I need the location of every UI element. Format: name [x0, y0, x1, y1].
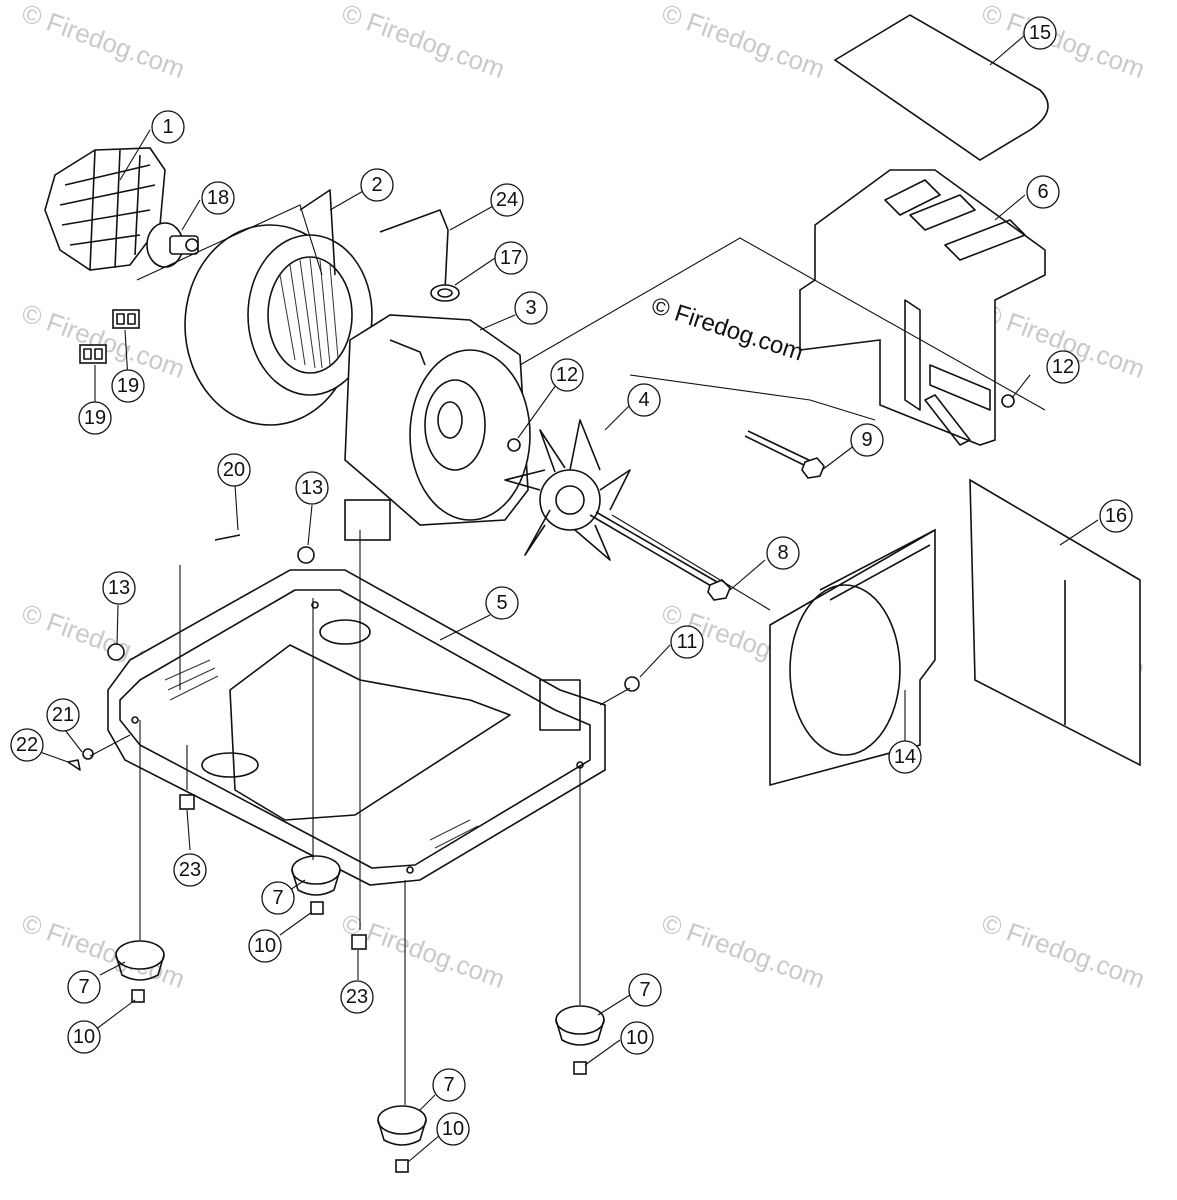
callout-label: 12 [1052, 356, 1074, 378]
watermark: © Firedog.com [338, 907, 509, 994]
watermark: © Firedog.com [18, 0, 189, 84]
callout: 7 [67, 970, 101, 1004]
part-panel-16 [969, 478, 1141, 767]
part-connectors [79, 309, 140, 364]
callout-label: 23 [179, 859, 201, 881]
part-hardware [67, 394, 1015, 950]
part-bolts [589, 430, 825, 601]
part-housing [344, 314, 531, 541]
callout-label: 10 [254, 935, 276, 957]
callout: 22 [10, 728, 44, 762]
callout: 21 [46, 698, 80, 732]
callout-label: 7 [639, 979, 650, 1001]
callout: 3 [514, 291, 548, 325]
callout-label: 14 [894, 746, 916, 768]
callout-label: 20 [223, 459, 245, 481]
callout-label: 12 [556, 364, 578, 386]
watermark: © Firedog.com [338, 0, 509, 84]
callout: 23 [340, 980, 374, 1014]
watermark: © Firedog.com [978, 907, 1149, 994]
callout: 6 [1026, 175, 1060, 209]
callout: 5 [485, 586, 519, 620]
part-feet [115, 855, 605, 1173]
callout-label: 2 [371, 174, 382, 196]
callout-label: 10 [73, 1026, 95, 1048]
part-base-frame [107, 569, 606, 886]
callout-label: 11 [677, 631, 698, 653]
callout-label: 8 [777, 542, 788, 564]
callout-label: 10 [442, 1118, 464, 1140]
part-rotor [44, 147, 199, 271]
callout: 16 [1099, 499, 1133, 533]
callout: 8 [766, 536, 800, 570]
callout: 12 [550, 358, 584, 392]
callout: 13 [102, 571, 136, 605]
watermark: © Firedog.com [18, 297, 189, 384]
callout: 7 [432, 1068, 466, 1102]
part-panel-15 [833, 14, 1049, 161]
callout: 7 [261, 881, 295, 915]
part-stator [184, 189, 373, 426]
callout: 10 [248, 929, 282, 963]
callout-label: 24 [496, 189, 518, 211]
callout: 10 [67, 1020, 101, 1054]
callout: 20 [217, 453, 251, 487]
callout-label: 17 [500, 247, 522, 269]
callout-label: 19 [117, 375, 139, 397]
callout: 10 [436, 1112, 470, 1146]
callout: 23 [173, 853, 207, 887]
callout: 17 [494, 241, 528, 275]
callout: 4 [627, 383, 661, 417]
callout-label: 21 [52, 704, 74, 726]
callout: 2 [360, 168, 394, 202]
callout-label: 19 [84, 407, 106, 429]
callout: 12 [1046, 350, 1080, 384]
callout-label: 7 [272, 887, 283, 909]
callout-label: 13 [108, 577, 130, 599]
callout-label: 5 [496, 592, 507, 614]
part-fan [504, 419, 631, 561]
callout-leaders [39, 34, 1099, 1163]
callout: 19 [78, 401, 112, 435]
callout-label: 22 [16, 734, 38, 756]
callout-label: 16 [1105, 505, 1127, 527]
callout-label: 9 [861, 429, 872, 451]
copyright-stamp: © Firedog.com [648, 292, 806, 366]
watermark: © Firedog.com [658, 907, 829, 994]
callout-label: 7 [78, 976, 89, 998]
callout-label: 6 [1037, 181, 1048, 203]
callout: 24 [490, 183, 524, 217]
callout: 7 [628, 973, 662, 1007]
callout-label: 10 [626, 1027, 648, 1049]
callout-label: 4 [638, 389, 649, 411]
callout-label: 15 [1029, 22, 1051, 44]
callouts: 1 2 3 4 5 6 7 7 7 7 8 9 10 10 10 10 11 1… [10, 16, 1133, 1146]
part-shroud [769, 528, 936, 787]
part-wire-grommet [379, 209, 460, 302]
part-rear-cover [799, 169, 1046, 446]
callout: 19 [111, 369, 145, 403]
callout: 11 [670, 625, 704, 659]
callout: 1 [151, 110, 185, 144]
callout-label: 1 [162, 116, 173, 138]
callout: 18 [201, 181, 235, 215]
callout-label: 13 [301, 477, 323, 499]
callout: 10 [620, 1021, 654, 1055]
callout: 15 [1023, 16, 1057, 50]
callout-label: 7 [443, 1074, 454, 1096]
callout-label: 3 [525, 297, 536, 319]
callout: 14 [888, 740, 922, 774]
watermark: © Firedog.com [658, 0, 829, 84]
callout: 13 [295, 471, 329, 505]
callout-label: 23 [346, 986, 368, 1008]
callout: 9 [850, 423, 884, 457]
leader-lines [89, 204, 1046, 1105]
callout-label: 18 [207, 187, 229, 209]
